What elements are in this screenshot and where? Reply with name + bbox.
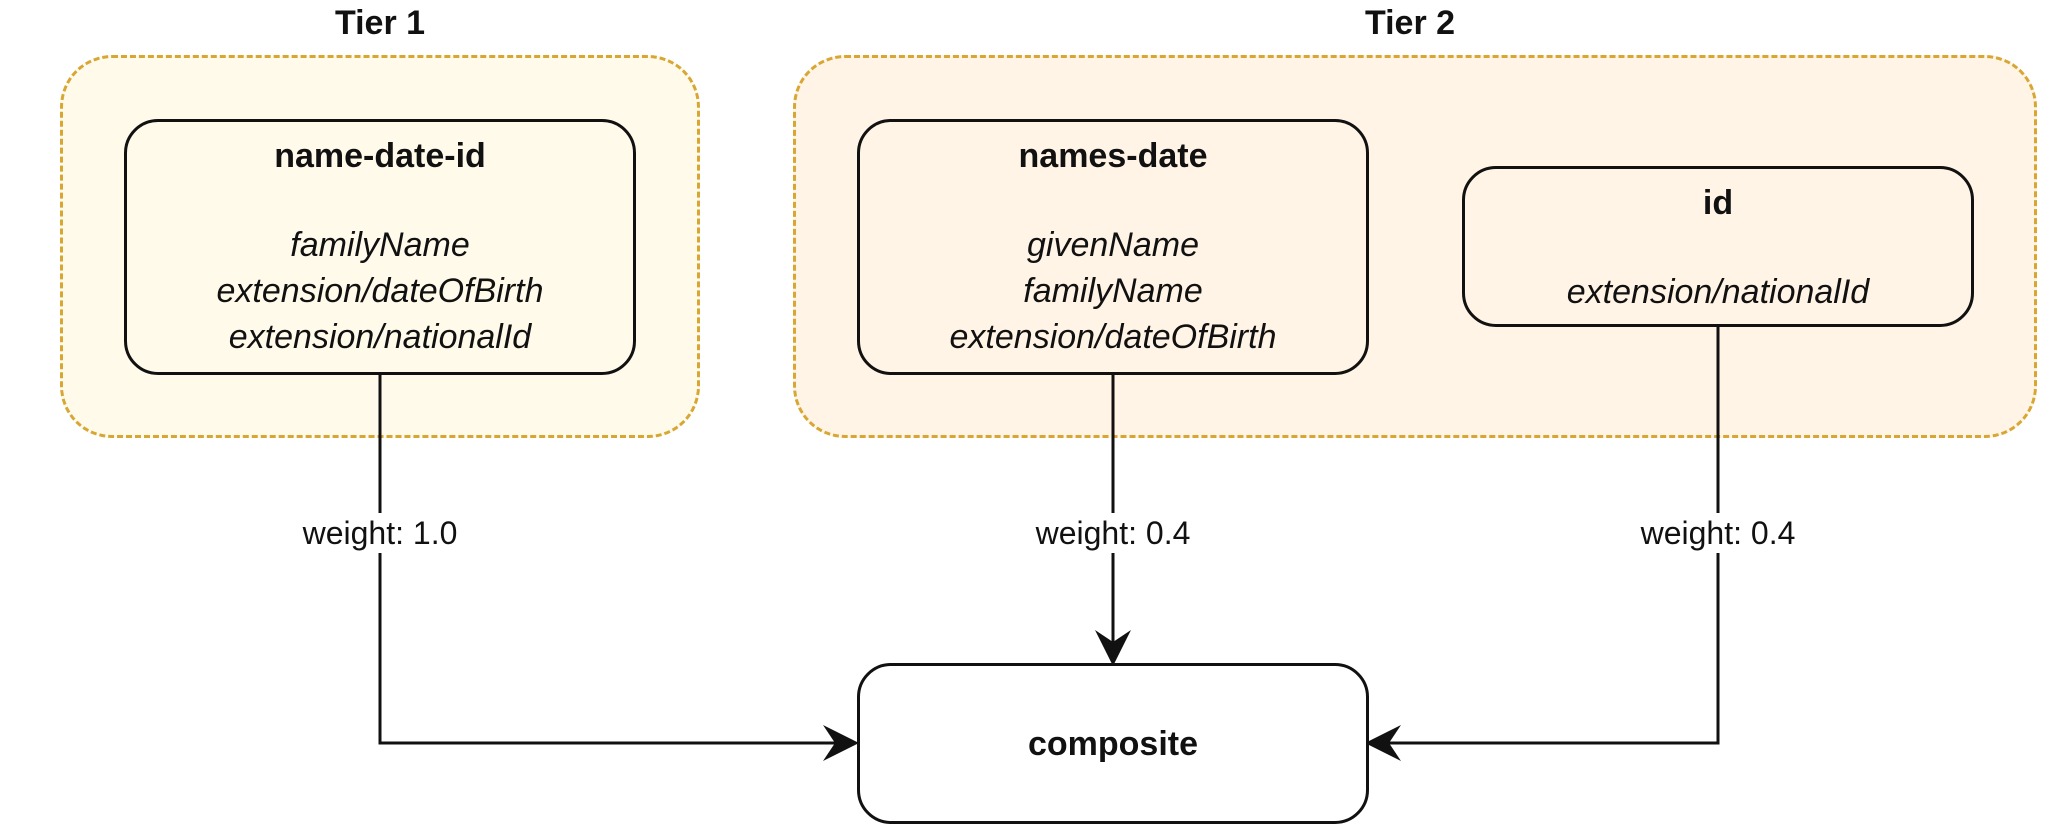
- node-title: names-date: [1018, 137, 1208, 175]
- node-id[interactable]: id extension/nationalId: [1462, 166, 1974, 327]
- node-title: id: [1702, 184, 1734, 222]
- field-item: extension/nationalId: [1566, 273, 1870, 311]
- edge-id-to-composite: [1365, 326, 1720, 761]
- field-item: extension/nationalId: [228, 318, 532, 356]
- edge-label-name-date-id: weight: 1.0: [298, 513, 462, 553]
- node-composite[interactable]: composite: [857, 663, 1369, 824]
- node-name-date-id[interactable]: name-date-id familyName extension/dateOf…: [124, 119, 636, 375]
- field-item: familyName: [1023, 272, 1203, 310]
- field-item: extension/dateOfBirth: [949, 318, 1277, 356]
- edge-label-id: weight: 0.4: [1636, 513, 1800, 553]
- edge-label-names-date: weight: 0.4: [1031, 513, 1195, 553]
- field-item: givenName: [1027, 226, 1199, 264]
- field-item: extension/dateOfBirth: [216, 272, 544, 310]
- edge-name-date-id-to-composite: [378, 374, 859, 761]
- tier-1-title: Tier 1: [334, 4, 426, 42]
- node-title: composite: [1027, 724, 1199, 763]
- field-item: familyName: [290, 226, 470, 264]
- node-names-date[interactable]: names-date givenName familyName extensio…: [857, 119, 1369, 375]
- node-title: name-date-id: [274, 137, 486, 175]
- tier-2-title: Tier 2: [1364, 4, 1456, 42]
